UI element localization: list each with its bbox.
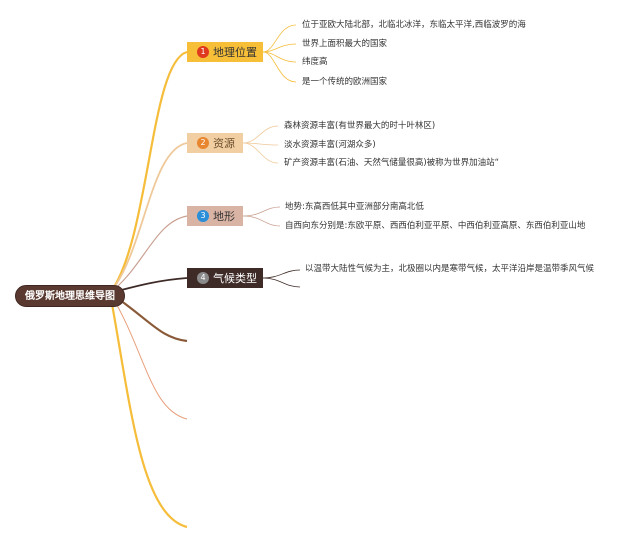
connector-branch-2 bbox=[109, 142, 188, 294]
leaf-item[interactable]: 位于亚欧大陆北部，北临北冰洋，东临太平洋,西临波罗的海 bbox=[302, 20, 526, 30]
connector-branch-1 bbox=[109, 50, 188, 294]
branch-node-1[interactable]: 1 地理位置 bbox=[187, 42, 263, 62]
connector-empty-3 bbox=[108, 292, 188, 529]
leaf-item[interactable]: 自西向东分别是:东欧平原、西西伯利亚平原、中西伯利亚高原、东西伯利亚山地 bbox=[285, 221, 586, 231]
leaf-item[interactable]: 森林资源丰富(有世界最大的时十叶林区) bbox=[284, 121, 436, 131]
branch-label: 气候类型 bbox=[213, 272, 257, 285]
number-badge-icon: 3 bbox=[197, 210, 209, 222]
leaf-item[interactable]: 纬度高 bbox=[302, 57, 328, 67]
leaf-item[interactable]: 地势:东高西低其中亚洲部分南高北低 bbox=[285, 202, 424, 212]
branch-node-4[interactable]: 4 气候类型 bbox=[187, 268, 263, 288]
branch-label: 地理位置 bbox=[213, 46, 257, 59]
leaf-item[interactable]: 是一个传统的欧洲国家 bbox=[302, 77, 388, 87]
number-badge-icon: 4 bbox=[197, 272, 209, 284]
branch-label: 资源 bbox=[213, 137, 235, 150]
branch-label: 地形 bbox=[213, 210, 235, 223]
leaf-item[interactable]: 淡水资源丰富(河湖众多) bbox=[284, 140, 376, 150]
branch-node-3[interactable]: 3 地形 bbox=[187, 206, 243, 226]
leaf-item[interactable]: 以温带大陆性气候为主，北极圈以内是寒带气候，太平洋沿岸是温带季风气候 bbox=[305, 264, 595, 274]
branch-node-2[interactable]: 2 资源 bbox=[187, 133, 243, 153]
number-badge-icon: 1 bbox=[197, 46, 209, 58]
connector-branch-3 bbox=[109, 215, 188, 294]
root-node[interactable]: 俄罗斯地理思维导图 bbox=[15, 285, 125, 307]
leaf-item[interactable]: 世界上面积最大的国家 bbox=[302, 39, 388, 49]
leaf-item[interactable]: 矿产资源丰富(石油、天然气储量很高)被称为世界加油站“ bbox=[284, 158, 500, 168]
number-badge-icon: 2 bbox=[197, 137, 209, 149]
connector-empty-2 bbox=[109, 292, 188, 420]
